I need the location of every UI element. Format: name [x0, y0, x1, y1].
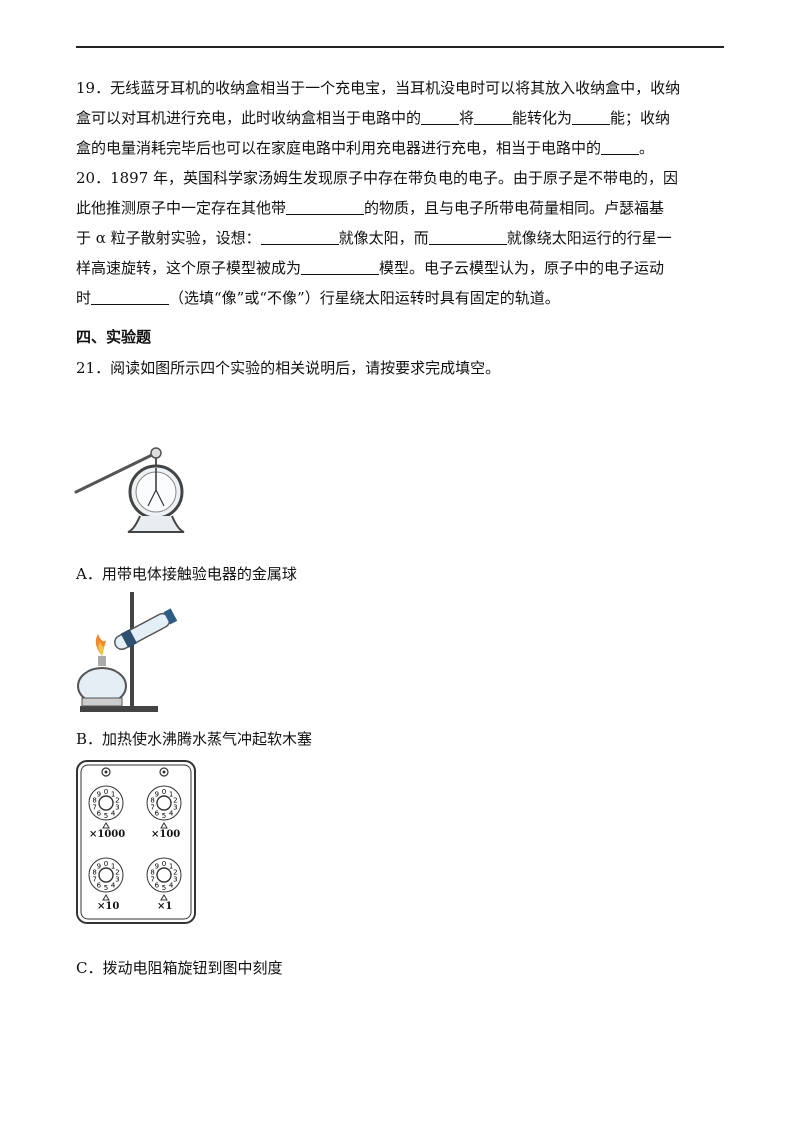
dial-label-10: ×10	[97, 901, 120, 912]
dial-digit: 4	[169, 882, 174, 890]
dial-pointer-icon	[102, 822, 110, 829]
question-21: 21．阅读如图所示四个实验的相关说明后，请按要求完成填空。	[76, 359, 501, 377]
answer-blank[interactable]	[260, 226, 339, 245]
dial-digit: 8	[150, 868, 154, 876]
dial-digit: 1	[111, 790, 115, 798]
dial-digit: 3	[173, 804, 177, 812]
dial-digit: 2	[173, 868, 177, 876]
header-rule	[76, 46, 724, 48]
dial-digit: 8	[92, 796, 96, 804]
dial-digit: 4	[111, 882, 116, 890]
dial-digit: 0	[162, 860, 166, 868]
answer-blank[interactable]	[421, 106, 460, 125]
section-heading: 四、实验题	[76, 328, 152, 346]
dial-digit: 0	[104, 860, 108, 868]
dial-digit: 7	[92, 804, 96, 812]
dial-label-1: ×1	[157, 901, 173, 912]
dial-digit: 4	[111, 810, 116, 818]
dial-label-100: ×100	[151, 829, 181, 840]
answer-blank[interactable]	[286, 196, 365, 215]
dial-pointer-icon	[160, 894, 168, 901]
dial-pointer-icon	[102, 894, 110, 901]
dial-digit: 1	[111, 862, 115, 870]
dial-digit: 2	[115, 796, 119, 804]
dial-digit: 3	[173, 876, 177, 884]
dial-digit: 8	[92, 868, 96, 876]
dial-digit: 9	[97, 862, 101, 870]
question-20: 20．1897 年，英国科学家汤姆生发现原子中存在带负电的电子。由于原子是不带电…	[76, 169, 679, 307]
electroscope-figure	[74, 447, 185, 533]
dial-digit: 9	[155, 790, 159, 798]
dial-digit: 5	[104, 812, 108, 820]
answer-blank[interactable]	[301, 256, 380, 275]
dial-digit: 9	[155, 862, 159, 870]
dial-digit: 1	[169, 862, 173, 870]
dial-digit: 6	[97, 882, 102, 890]
dial-digit: 2	[115, 868, 119, 876]
caption-b: B．加热使水沸腾水蒸气冲起软木塞	[76, 730, 313, 748]
dial-digit: 5	[162, 812, 166, 820]
dial-digit: 3	[115, 876, 119, 884]
dial-digit: 7	[92, 876, 96, 884]
steam-cork-figure	[77, 592, 178, 712]
dial-digit: 2	[173, 796, 177, 804]
answer-blank[interactable]	[601, 136, 640, 155]
dial-digit: 1	[169, 790, 173, 798]
answer-blank[interactable]	[572, 106, 611, 125]
q19-line-1: 19．无线蓝牙耳机的收纳盒相当于一个充电宝，当耳机没电时可以将其放入收纳盒中，收…	[76, 79, 681, 97]
dial-label-1000: ×1000	[89, 829, 126, 840]
dial-digit: 9	[97, 790, 101, 798]
answer-blank[interactable]	[474, 106, 513, 125]
dial-digit: 7	[150, 876, 154, 884]
dial-digit: 6	[155, 882, 160, 890]
dial-digit: 5	[104, 884, 108, 892]
dial-pointer-icon	[160, 822, 168, 829]
dial-digit: 4	[169, 810, 174, 818]
dial-digit: 7	[150, 804, 154, 812]
dial-digit: 5	[162, 884, 166, 892]
caption-a: A．用带电体接触验电器的金属球	[76, 565, 297, 583]
dial-digit: 3	[115, 804, 119, 812]
caption-c: C．拨动电阻箱旋钮到图中刻度	[76, 959, 283, 977]
answer-blank[interactable]	[91, 286, 170, 305]
dial-digit: 6	[155, 810, 160, 818]
dial-digit: 8	[150, 796, 154, 804]
answer-blank[interactable]	[428, 226, 507, 245]
dial-digit: 0	[104, 788, 108, 796]
dial-digit: 6	[97, 810, 102, 818]
dial-digit: 0	[162, 788, 166, 796]
question-19: 19．无线蓝牙耳机的收纳盒相当于一个充电宝，当耳机没电时可以将其放入收纳盒中，收…	[76, 79, 681, 157]
